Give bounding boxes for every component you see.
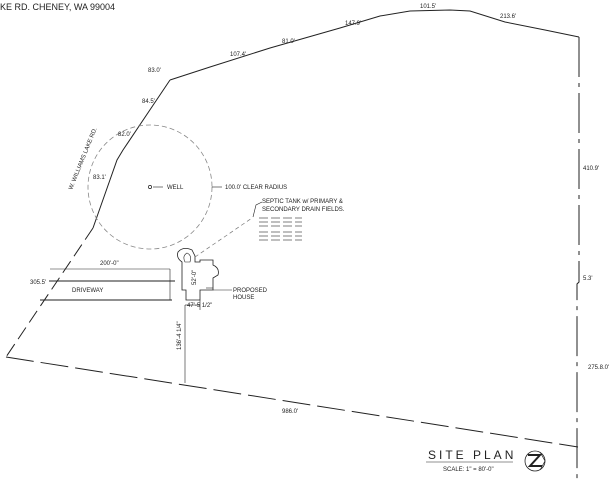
boundary-label: 5.3'	[583, 276, 593, 282]
property-line-bottom	[5, 356, 579, 448]
rear-setback-label: 136'-4 1/4"	[177, 321, 183, 350]
address-header: KE RD. CHENEY, WA 99004	[0, 2, 116, 12]
septic-label: SEPTIC TANK w/ PRIMARY &	[262, 199, 343, 205]
boundary-label: 101.5'	[420, 4, 436, 10]
boundary-label: 986.0'	[282, 409, 298, 415]
clear-radius-label: 100.0' CLEAR RADIUS	[225, 185, 287, 191]
well-icon	[148, 185, 152, 189]
boundary-label: 82.0'	[118, 132, 131, 138]
property-line-left-dashed	[5, 227, 94, 358]
property-line-right	[576, 37, 580, 480]
well-label: WELL	[167, 185, 184, 191]
boundary-label: 275.8.0'	[588, 365, 609, 371]
driveway-label: DRIVEWAY	[72, 288, 103, 294]
boundary-label: 410.9'	[583, 166, 599, 172]
proposed-house	[177, 248, 219, 301]
driveway-length-label: 200'-0"	[100, 261, 119, 267]
boundary-label: 107.4'	[230, 52, 246, 58]
north-arrow-icon	[524, 450, 546, 472]
road-label: W. WILLIAMS LAKE RD.	[68, 127, 99, 191]
boundary-label: 83.0'	[148, 68, 161, 74]
boundary-label: 84.5'	[142, 99, 155, 105]
septic-label: SECONDARY DRAIN FIELDS.	[262, 207, 345, 213]
site-plan-title: SITE PLAN	[428, 448, 516, 462]
boundary-label: 305.5'	[30, 280, 46, 286]
boundary-label: 81.0'	[282, 39, 295, 45]
property-line-left	[92, 79, 171, 229]
property-line-top	[169, 9, 580, 81]
scale-label: SCALE: 1" = 80'-0"	[443, 467, 494, 473]
boundary-label: 83.1'	[93, 175, 106, 181]
boundary-label: 147.9'	[345, 21, 361, 27]
house-label: PROPOSED	[233, 288, 268, 294]
house-label: HOUSE	[233, 295, 254, 301]
septic-drain-fields	[259, 217, 302, 241]
boundary-label: 213.6'	[500, 14, 516, 20]
setback-label: 47'-5 1/2"	[187, 303, 212, 309]
house-depth-label: 52'-0"	[192, 270, 198, 285]
